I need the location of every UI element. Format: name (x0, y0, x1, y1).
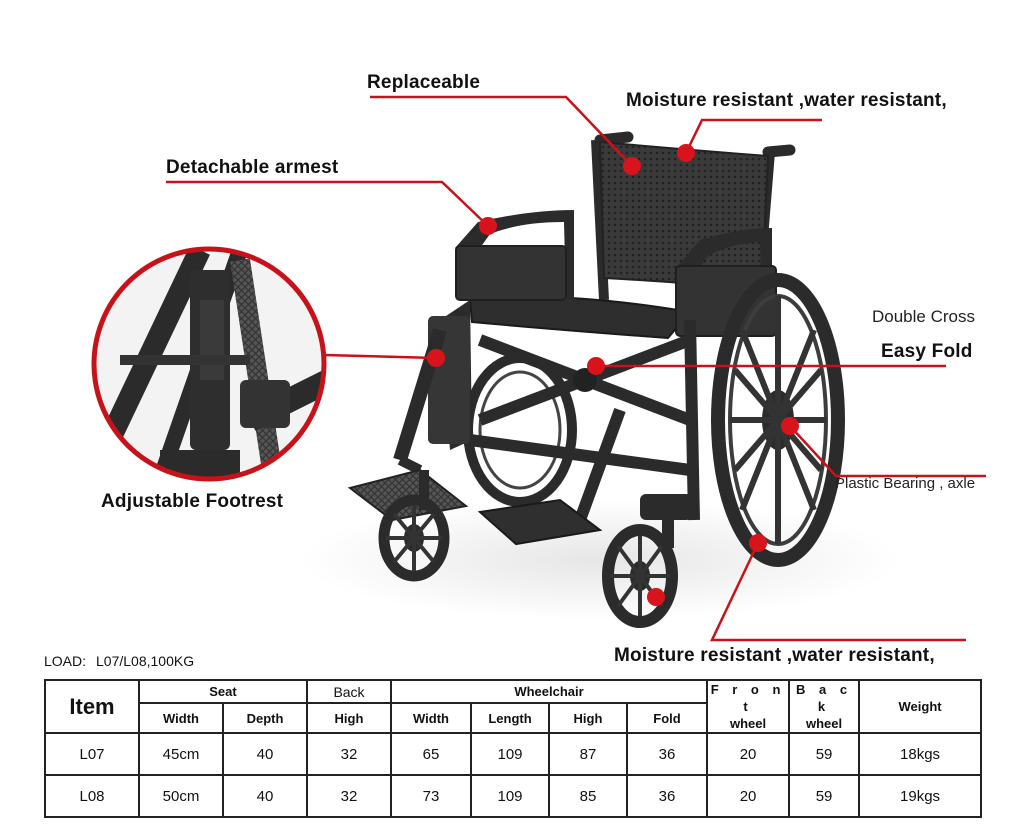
callout-double-cross: Double Cross (872, 307, 975, 326)
cell-wheelchair-fold: 36 (625, 732, 709, 776)
load-label: LOAD: (44, 653, 87, 669)
table-header-group-row: Item Seat Back Wheelchair F r o n t whee… (44, 678, 983, 734)
subheader-wheelchair-width: Width (390, 702, 472, 734)
subheader-wheelchair-high: High (548, 702, 628, 734)
cell-wheelchair-high: 85 (548, 774, 628, 818)
table-header-sub-row: Width Depth High Width Length High Fold (45, 702, 981, 734)
cell-item: L08 (44, 774, 140, 818)
cell-wheelchair-width: 73 (390, 774, 472, 818)
cell-wheelchair-width: 65 (390, 732, 472, 776)
callout-detachable-armest: Detachable armest (166, 157, 339, 178)
header-back-wheel: B a c k wheel (788, 679, 861, 734)
header-back-wheel-bottom: wheel (805, 716, 843, 731)
front-caster-left (378, 470, 450, 582)
zoom-detail (91, 246, 327, 482)
table-row: L08 50cm 40 32 73 109 85 36 20 59 19kgs (44, 774, 983, 818)
cell-weight: 18kgs (858, 732, 983, 776)
seat (468, 295, 692, 340)
cell-back-wheel: 59 (788, 732, 861, 776)
header-back: Back (306, 678, 392, 705)
cell-item: L07 (44, 732, 140, 776)
cell-front-wheel: 20 (706, 732, 791, 776)
header-item: Item (44, 679, 140, 734)
callout-dots (427, 144, 799, 606)
subheader-back-high: High (306, 702, 392, 734)
subheader-wheelchair-length: Length (470, 702, 550, 734)
floor-shadow (300, 500, 900, 620)
rear-right-wheel (711, 273, 845, 567)
subheader-wheelchair-fold: Fold (625, 702, 709, 734)
callout-lines (166, 95, 986, 642)
cell-wheelchair-length: 109 (470, 732, 550, 776)
callout-plastic-bearing: Plastic Bearing , axle (835, 475, 976, 492)
subheader-seat-depth: Depth (222, 702, 308, 734)
cell-wheelchair-fold: 36 (625, 774, 709, 818)
callout-moisture-bottom: Moisture resistant ,water resistant, (614, 645, 935, 666)
footplate-right (477, 498, 603, 546)
table-row: L07 45cm 40 32 65 109 87 36 20 59 18kgs (44, 732, 983, 776)
load-info: LOAD: L07/L08,100KG (44, 653, 194, 669)
load-value: L07/L08,100KG (96, 653, 195, 669)
cell-seat-width: 45cm (138, 732, 224, 776)
cell-front-wheel: 20 (706, 774, 791, 818)
cell-seat-depth: 40 (222, 774, 308, 818)
cell-seat-width: 50cm (138, 774, 224, 818)
callout-moisture-top: Moisture resistant ,water resistant, (626, 90, 947, 111)
cell-wheelchair-high: 87 (548, 732, 628, 776)
cell-back-high: 32 (306, 732, 392, 776)
front-caster-right (602, 494, 692, 628)
cell-wheelchair-length: 109 (470, 774, 550, 818)
callout-replaceable: Replaceable (367, 72, 481, 93)
cell-back-high: 32 (306, 774, 392, 818)
header-weight: Weight (858, 679, 983, 734)
header-front-wheel-top: F r o n t (710, 682, 786, 714)
subheader-seat-width: Width (138, 702, 224, 734)
cell-back-wheel: 59 (788, 774, 861, 818)
callout-easy-fold: Easy Fold (881, 341, 973, 362)
header-front-wheel: F r o n t wheel (706, 679, 791, 734)
cell-weight: 19kgs (858, 774, 983, 818)
header-wheelchair: Wheelchair (389, 678, 709, 705)
header-back-wheel-top: B a c k (796, 682, 853, 714)
header-front-wheel-bottom: wheel (729, 716, 767, 731)
cell-seat-depth: 40 (222, 732, 308, 776)
spec-table: Item Seat Back Wheelchair F r o n t whee… (44, 678, 983, 818)
header-seat: Seat (138, 678, 308, 705)
wheelchair-illustration (347, 131, 845, 628)
rear-left-wheel (463, 353, 577, 507)
callout-adjustable-footrest: Adjustable Footrest (101, 491, 284, 512)
